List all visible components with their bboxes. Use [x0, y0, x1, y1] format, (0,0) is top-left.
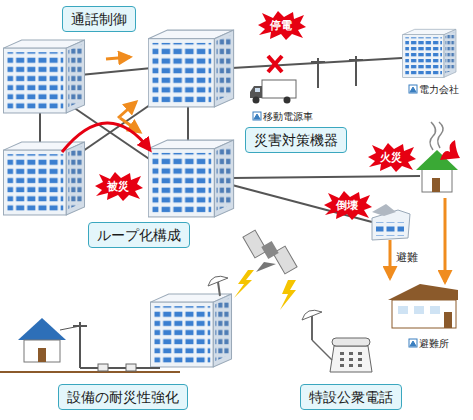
- alert-burst: 被災: [93, 171, 143, 201]
- node-text: ループ化構成: [97, 227, 181, 243]
- node-text: 災害対策機器: [254, 132, 338, 148]
- place-label: 避難所: [419, 337, 449, 351]
- label-box: 災害対策機器: [245, 127, 347, 153]
- title-box: 通話制御: [62, 6, 136, 32]
- place-label: 移動電源車: [263, 110, 313, 124]
- node-text: 火災: [380, 150, 402, 165]
- alert-burst: 停電: [256, 10, 306, 40]
- node-text: 設備の耐災性強化: [67, 389, 179, 405]
- place-label: 避難: [396, 250, 418, 265]
- alert-burst: 倒壊: [322, 190, 372, 220]
- node-text: 特設公衆電話: [309, 389, 393, 405]
- node-text: 停電: [270, 18, 292, 33]
- node-text: 倒壊: [336, 198, 358, 213]
- node-text: 被災: [107, 179, 129, 194]
- label-box: ループ化構成: [88, 222, 190, 248]
- label-box: 設備の耐災性強化: [58, 384, 188, 410]
- label-box: 特設公衆電話: [300, 384, 402, 410]
- place-label: 電力会社: [419, 83, 459, 97]
- alert-burst: 火災: [366, 142, 416, 172]
- node-text: 通話制御: [71, 11, 127, 27]
